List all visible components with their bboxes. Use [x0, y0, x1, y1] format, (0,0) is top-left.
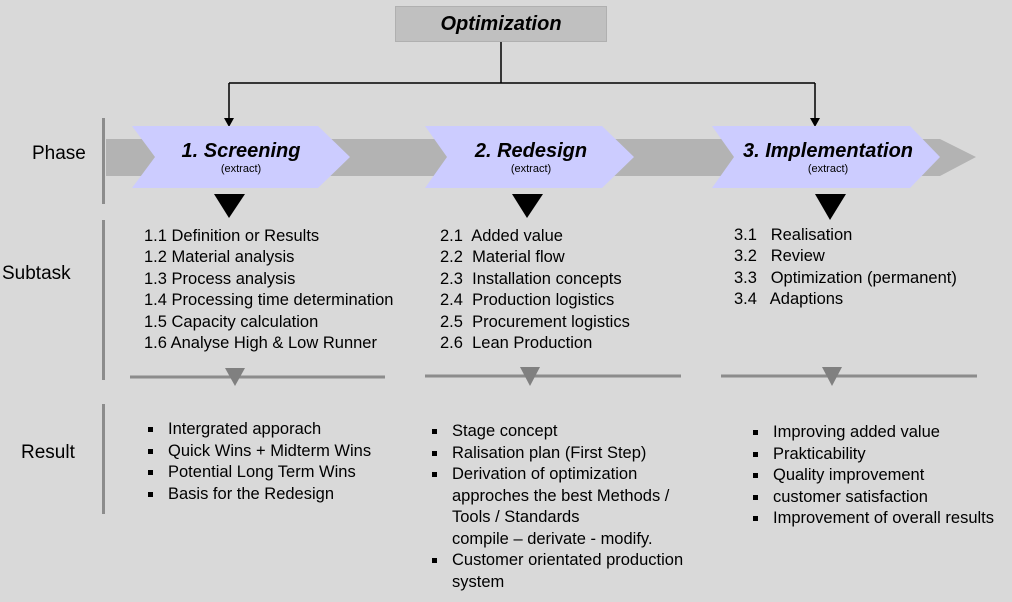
chevron-redesign — [425, 126, 634, 188]
row-label-result: Result — [21, 442, 75, 463]
down-triangle-redesign — [512, 194, 543, 218]
phase-title-redesign: 2. Redesign (extract) — [442, 140, 620, 176]
result-text: Customer orientated production system — [452, 551, 684, 591]
result-list-screening: Intergrated apporach Quick Wins + Midter… — [144, 419, 371, 505]
subtask-item: 3.2 Review — [734, 247, 825, 266]
subtask-item: 1.5 Capacity calculation — [144, 312, 319, 331]
result-item: Stage concept — [428, 421, 683, 443]
row-divider-result — [102, 404, 105, 514]
subtask-item: 2.2 Material flow — [440, 248, 565, 267]
subtask-item: 2.4 Production logistics — [440, 291, 615, 310]
phase-note: (extract) — [510, 163, 552, 175]
subtask-item: 2.1 Added value — [440, 227, 563, 245]
subtask-item: 2.5 Procurement logistics — [440, 312, 630, 331]
result-item: Derivation of optimization approches the… — [428, 464, 683, 550]
phase-note: (extract) — [807, 163, 849, 175]
result-text: Improving added value — [773, 423, 940, 441]
result-item: customer satisfaction — [749, 487, 994, 509]
subtask-item: 1.6 Analyse High & Low Runner — [144, 334, 377, 353]
result-item: Customer orientated production system — [428, 550, 683, 593]
result-text: Derivation of optimization approches the… — [452, 465, 670, 548]
subtask-list-implementation: 3.1 Realisation 3.2 Review 3.3 Optimizat… — [734, 225, 957, 311]
result-list-implementation: Improving added value Prakticability Qua… — [749, 422, 994, 530]
phase-title-implementation: 3. Implementation (extract) — [735, 140, 921, 176]
chevron-implementation — [712, 126, 940, 188]
subtask-item: 2.6 Lean Production — [440, 334, 593, 353]
result-item: Ralisation plan (First Step) — [428, 443, 683, 465]
separator-triangle-implementation — [822, 367, 842, 386]
phase-title-screening: 1. Screening (extract) — [150, 140, 332, 176]
result-text: customer satisfaction — [773, 487, 928, 506]
result-item: Potential Long Term Wins — [144, 462, 371, 484]
result-text: Stage concept — [452, 422, 558, 440]
diagram-title: Optimization — [395, 6, 607, 42]
result-item: Quick Wins + Midterm Wins — [144, 441, 371, 463]
result-text: Basis for the Redesign — [168, 484, 335, 503]
result-item: Basis for the Redesign — [144, 484, 371, 506]
phase-name: 1. Screening — [181, 140, 301, 162]
separator-triangle-redesign — [520, 367, 540, 386]
arrowhead-screening — [224, 118, 234, 127]
phase-name: 2. Redesign — [474, 140, 588, 162]
result-item: Quality improvement — [749, 465, 994, 487]
phase-name: 3. Implementation — [742, 140, 914, 162]
result-text: Prakticability — [773, 444, 866, 463]
result-text: Ralisation plan (First Step) — [452, 443, 647, 462]
subtask-item: 1.1 Definition or Results — [144, 227, 320, 245]
down-triangle-implementation — [815, 194, 846, 220]
result-text: Potential Long Term Wins — [168, 463, 356, 481]
subtask-item: 3.3 Optimization (permanent) — [734, 268, 957, 287]
subtask-item: 3.4 Adaptions — [734, 290, 844, 309]
down-triangle-screening — [214, 194, 245, 218]
result-text: Quality improvement — [773, 466, 925, 484]
result-list-redesign: Stage concept Ralisation plan (First Ste… — [428, 421, 683, 593]
result-item: Improving added value — [749, 422, 994, 444]
result-text: Quick Wins + Midterm Wins — [168, 441, 372, 460]
result-text: Intergrated apporach — [168, 420, 322, 438]
subtask-item: 1.2 Material analysis — [144, 248, 295, 267]
result-item: Prakticability — [749, 444, 994, 466]
subtask-item: 1.4 Processing time determination — [144, 291, 394, 310]
subtask-item: 2.3 Installation concepts — [440, 269, 622, 288]
result-text: Improvement of overall results — [773, 509, 995, 527]
row-label-subtask: Subtask — [2, 263, 71, 284]
row-divider-phase — [102, 118, 105, 204]
chevron-screening — [132, 126, 350, 188]
result-item: Improvement of overall results — [749, 508, 994, 530]
row-label-phase: Phase — [32, 143, 86, 164]
subtask-item: 1.3 Process analysis — [144, 269, 296, 288]
separator-triangle-screening — [225, 368, 245, 386]
subtask-list-redesign: 2.1 Added value 2.2 Material flow 2.3 In… — [440, 226, 630, 354]
subtask-item: 3.1 Realisation — [734, 226, 853, 244]
row-divider-subtask — [102, 220, 105, 380]
arrowhead-implementation — [810, 118, 820, 127]
phase-note: (extract) — [220, 163, 262, 175]
result-item: Intergrated apporach — [144, 419, 371, 441]
subtask-list-screening: 1.1 Definition or Results 1.2 Material a… — [144, 226, 393, 354]
